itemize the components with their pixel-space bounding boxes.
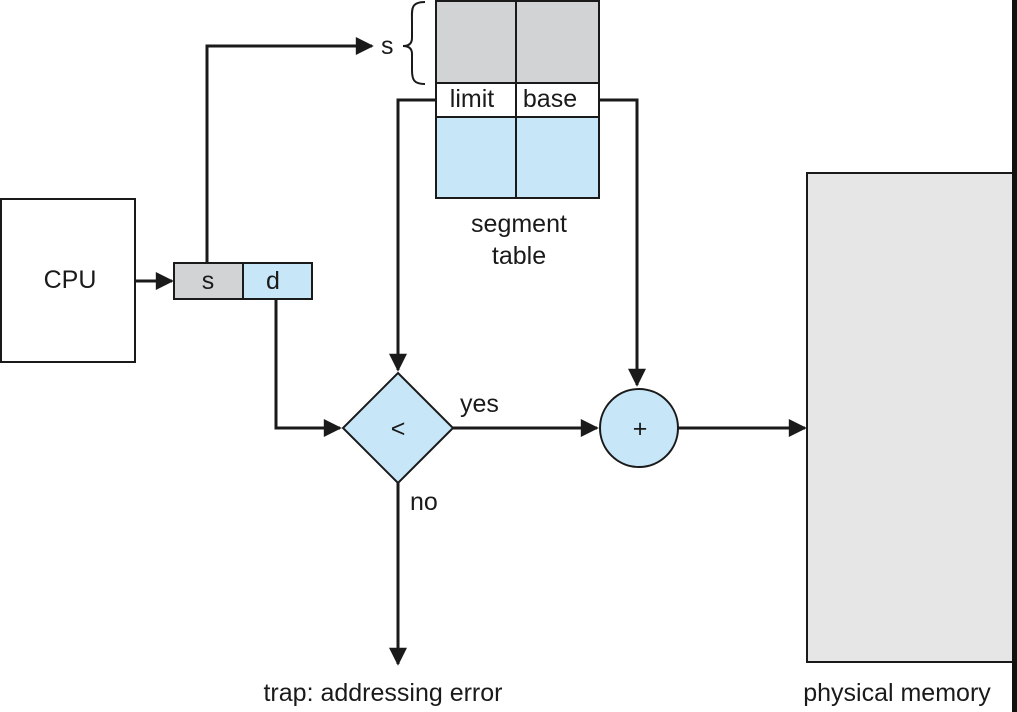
yes-label: yes [460, 390, 499, 418]
comparator-symbol: < [391, 415, 406, 443]
segment-table-upper-rows [435, 0, 600, 84]
segment-field-label: s [202, 267, 215, 295]
no-label: no [410, 488, 438, 516]
physical-memory-box [806, 172, 1014, 663]
cpu-box: CPU [0, 198, 136, 363]
adder-symbol: + [633, 415, 648, 443]
base-column-label: base [523, 85, 577, 113]
segment-index-arrow [205, 37, 374, 263]
limit-to-comparator-arrow [389, 98, 436, 372]
cpu-label: CPU [44, 266, 97, 294]
physical-memory-label: physical memory [803, 679, 991, 707]
offset-field-label: d [266, 267, 280, 295]
segment-table: limit base segment table [435, 0, 600, 270]
segment-table-lower-rows [435, 116, 600, 199]
segment-field-box [173, 262, 244, 300]
right-edge-border [1012, 0, 1017, 712]
trap-label: trap: addressing error [263, 679, 502, 707]
segment-table-caption-line2: table [492, 242, 546, 270]
offset-to-comparator-arrow [274, 299, 342, 437]
base-to-adder-arrow [599, 98, 646, 387]
brace-icon [402, 1, 426, 85]
segment-table-caption-line1: segment [471, 210, 567, 238]
segment-index-label: s [381, 32, 394, 60]
adder-circle: + [599, 388, 679, 468]
limit-column-label: limit [450, 85, 494, 113]
logical-address: s d [173, 262, 313, 300]
comparator-diamond: < [341, 371, 455, 485]
